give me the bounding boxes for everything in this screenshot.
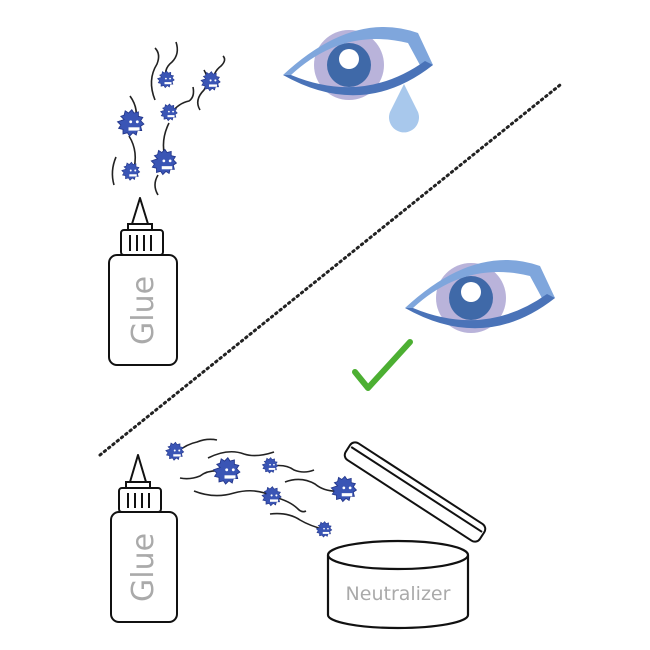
glue-bottle: [110, 454, 178, 623]
germ-icon: [330, 475, 357, 503]
tear-drop-icon: [389, 84, 420, 133]
eye-icon: [283, 26, 433, 101]
checkmark-icon: [352, 339, 413, 391]
germ-icon: [116, 109, 145, 137]
germ-icon: [261, 457, 279, 474]
neutralizer-jar: [326, 539, 470, 630]
eye-icon: [405, 259, 555, 333]
germ-icon: [160, 103, 178, 122]
dotted-divider: [98, 83, 562, 457]
bottle-label: Glue: [126, 276, 161, 345]
germ-icon: [200, 71, 221, 92]
bottle-label: Glue: [126, 533, 161, 602]
neutralizer-lid: [343, 441, 487, 543]
germs-bottom: [176, 438, 348, 531]
germ-icon: [261, 486, 282, 507]
germ-icon: [212, 457, 241, 485]
germ-icon: [121, 161, 141, 181]
germ-icon: [165, 441, 185, 461]
germ-icon: [157, 70, 175, 89]
jar-label: Neutralizer: [346, 583, 451, 605]
germ-icon: [315, 521, 333, 538]
glue-bottle: [108, 197, 178, 366]
germ-icon: [150, 148, 177, 176]
